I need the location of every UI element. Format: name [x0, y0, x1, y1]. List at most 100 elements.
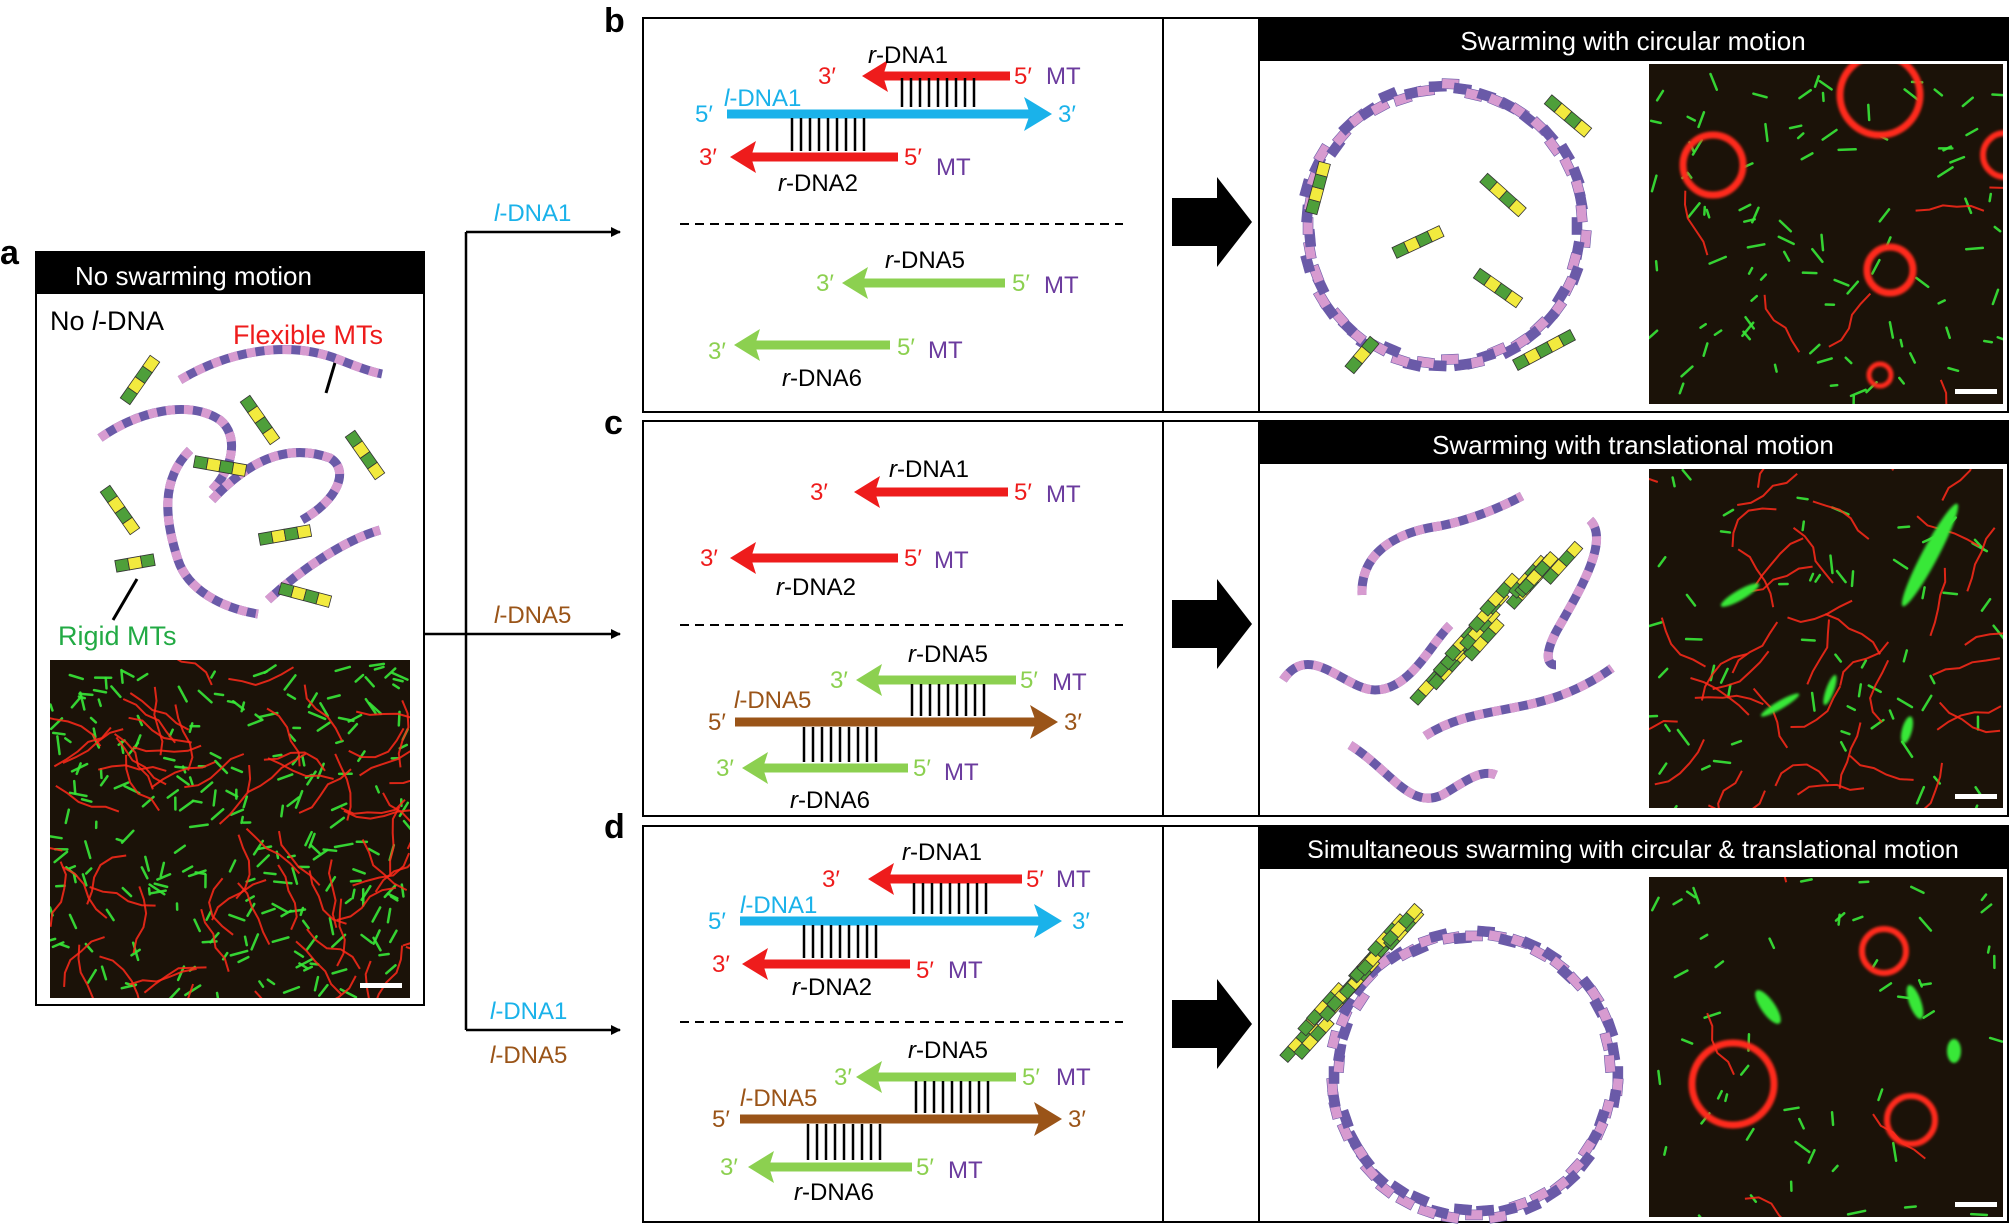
r-dna5-label: r-DNA5 [908, 641, 988, 668]
r-dna1-strand: r-DNA1 3′ 5′ MT [810, 456, 1081, 508]
red-filament [114, 733, 154, 790]
rigid-mt [1381, 902, 1423, 947]
combined-swarm-cartoon [1279, 902, 1624, 1224]
green-filament [181, 865, 194, 873]
red-filament [211, 879, 267, 921]
green-filament [303, 965, 314, 972]
panel-d-micrograph [1649, 877, 2003, 1217]
panel-a: a No swarming motion No l-DNA Flexible M… [0, 234, 425, 1006]
flexible-mt [1347, 741, 1498, 803]
green-filament [1810, 691, 1816, 712]
green-filament [210, 670, 216, 679]
rigid-mt [239, 394, 281, 446]
green-filament [329, 816, 346, 829]
green-filament [386, 907, 392, 924]
red-filament [1941, 469, 1972, 501]
mt-label: MT [1052, 669, 1087, 696]
three-prime-label: 3′ [716, 755, 734, 782]
five-prime-label: 5′ [916, 1154, 934, 1181]
panel-b: b Swarming with circular motion [604, 2, 2009, 413]
panel-c-micrograph [1649, 469, 2003, 808]
green-filament [1937, 166, 1954, 178]
green-filament [1852, 915, 1864, 922]
green-filament [176, 775, 190, 786]
green-filament [147, 887, 151, 896]
panel-c-letter: c [604, 404, 623, 442]
green-filament [1655, 89, 1665, 102]
hybridization-lines [914, 1081, 990, 1113]
red-filament [303, 684, 343, 742]
green-filament [1988, 192, 1993, 203]
red-filament [77, 944, 94, 998]
green-filament [104, 676, 108, 690]
green-filament [53, 850, 69, 864]
red-filament [1654, 738, 1705, 786]
red-filament [1774, 763, 1830, 787]
green-filament [1821, 128, 1838, 141]
r-dna1-label: r-DNA1 [902, 839, 982, 866]
green-aggregate [1900, 716, 1914, 744]
green-filament [58, 942, 70, 949]
mt-label: MT [1056, 1064, 1091, 1091]
red-filament [327, 859, 338, 928]
green-filament [64, 737, 72, 744]
green-filament [1929, 674, 1936, 685]
green-filament [316, 721, 331, 732]
green-filament [349, 879, 362, 883]
green-filament [163, 756, 176, 762]
three-prime-label: 3′ [1068, 1106, 1086, 1133]
green-filament [113, 781, 130, 790]
green-filament [51, 731, 66, 736]
green-filament [1676, 728, 1690, 746]
green-filament [230, 766, 244, 774]
r-dna6-label: r-DNA6 [782, 365, 862, 392]
red-filament [1792, 527, 1834, 584]
green-filament [229, 949, 249, 957]
panel-c-dna-diagram: r-DNA1 3′ 5′ MT 3′ 5′ MT r-DNA2 r-DNA5 3… [700, 456, 1087, 814]
panel-a-header-bg [36, 252, 424, 294]
green-filament [1835, 569, 1847, 584]
green-filament [392, 683, 401, 690]
red-filament [176, 660, 213, 686]
green-filament [312, 848, 329, 861]
green-filament [335, 739, 344, 745]
red-filament [1717, 770, 1743, 808]
green-filament [1650, 896, 1660, 912]
rigid-mt [277, 582, 333, 608]
green-filament [229, 808, 245, 816]
green-filament [372, 936, 382, 952]
flexible-mt-segments [97, 405, 237, 494]
red-filament [1763, 294, 1801, 353]
green-filament [1724, 1093, 1729, 1103]
green-filament [247, 718, 264, 727]
red-filament [1966, 527, 1996, 592]
green-filament [215, 991, 220, 998]
green-filament [331, 968, 348, 975]
panel-b-letter: b [604, 2, 625, 40]
green-filament [330, 802, 348, 812]
r-dna5-strand: r-DNA5 3′ 5′ MT [834, 1037, 1091, 1093]
green-filament [84, 867, 93, 875]
red-filament [308, 870, 347, 925]
green-filament [214, 759, 229, 775]
red-filament [334, 753, 352, 821]
red-filament [174, 704, 194, 771]
red-filament [1812, 500, 1870, 540]
green-filament [1857, 683, 1863, 698]
red-filament [150, 760, 216, 789]
three-prime-label: 3′ [816, 270, 834, 297]
rigid-mt [119, 354, 161, 406]
red-filament [295, 940, 342, 995]
red-filament [128, 716, 192, 744]
green-filament [293, 950, 305, 958]
red-filament [1790, 685, 1842, 728]
rigid-mt [99, 484, 141, 536]
red-filament [389, 806, 401, 875]
l-dna1-label: l-DNA1 [724, 85, 801, 112]
green-filament [1829, 554, 1834, 575]
green-filament [1860, 659, 1868, 669]
red-filament [115, 736, 167, 786]
flexible-mts-label: Flexible MTs [233, 320, 383, 350]
green-filament [373, 665, 385, 671]
